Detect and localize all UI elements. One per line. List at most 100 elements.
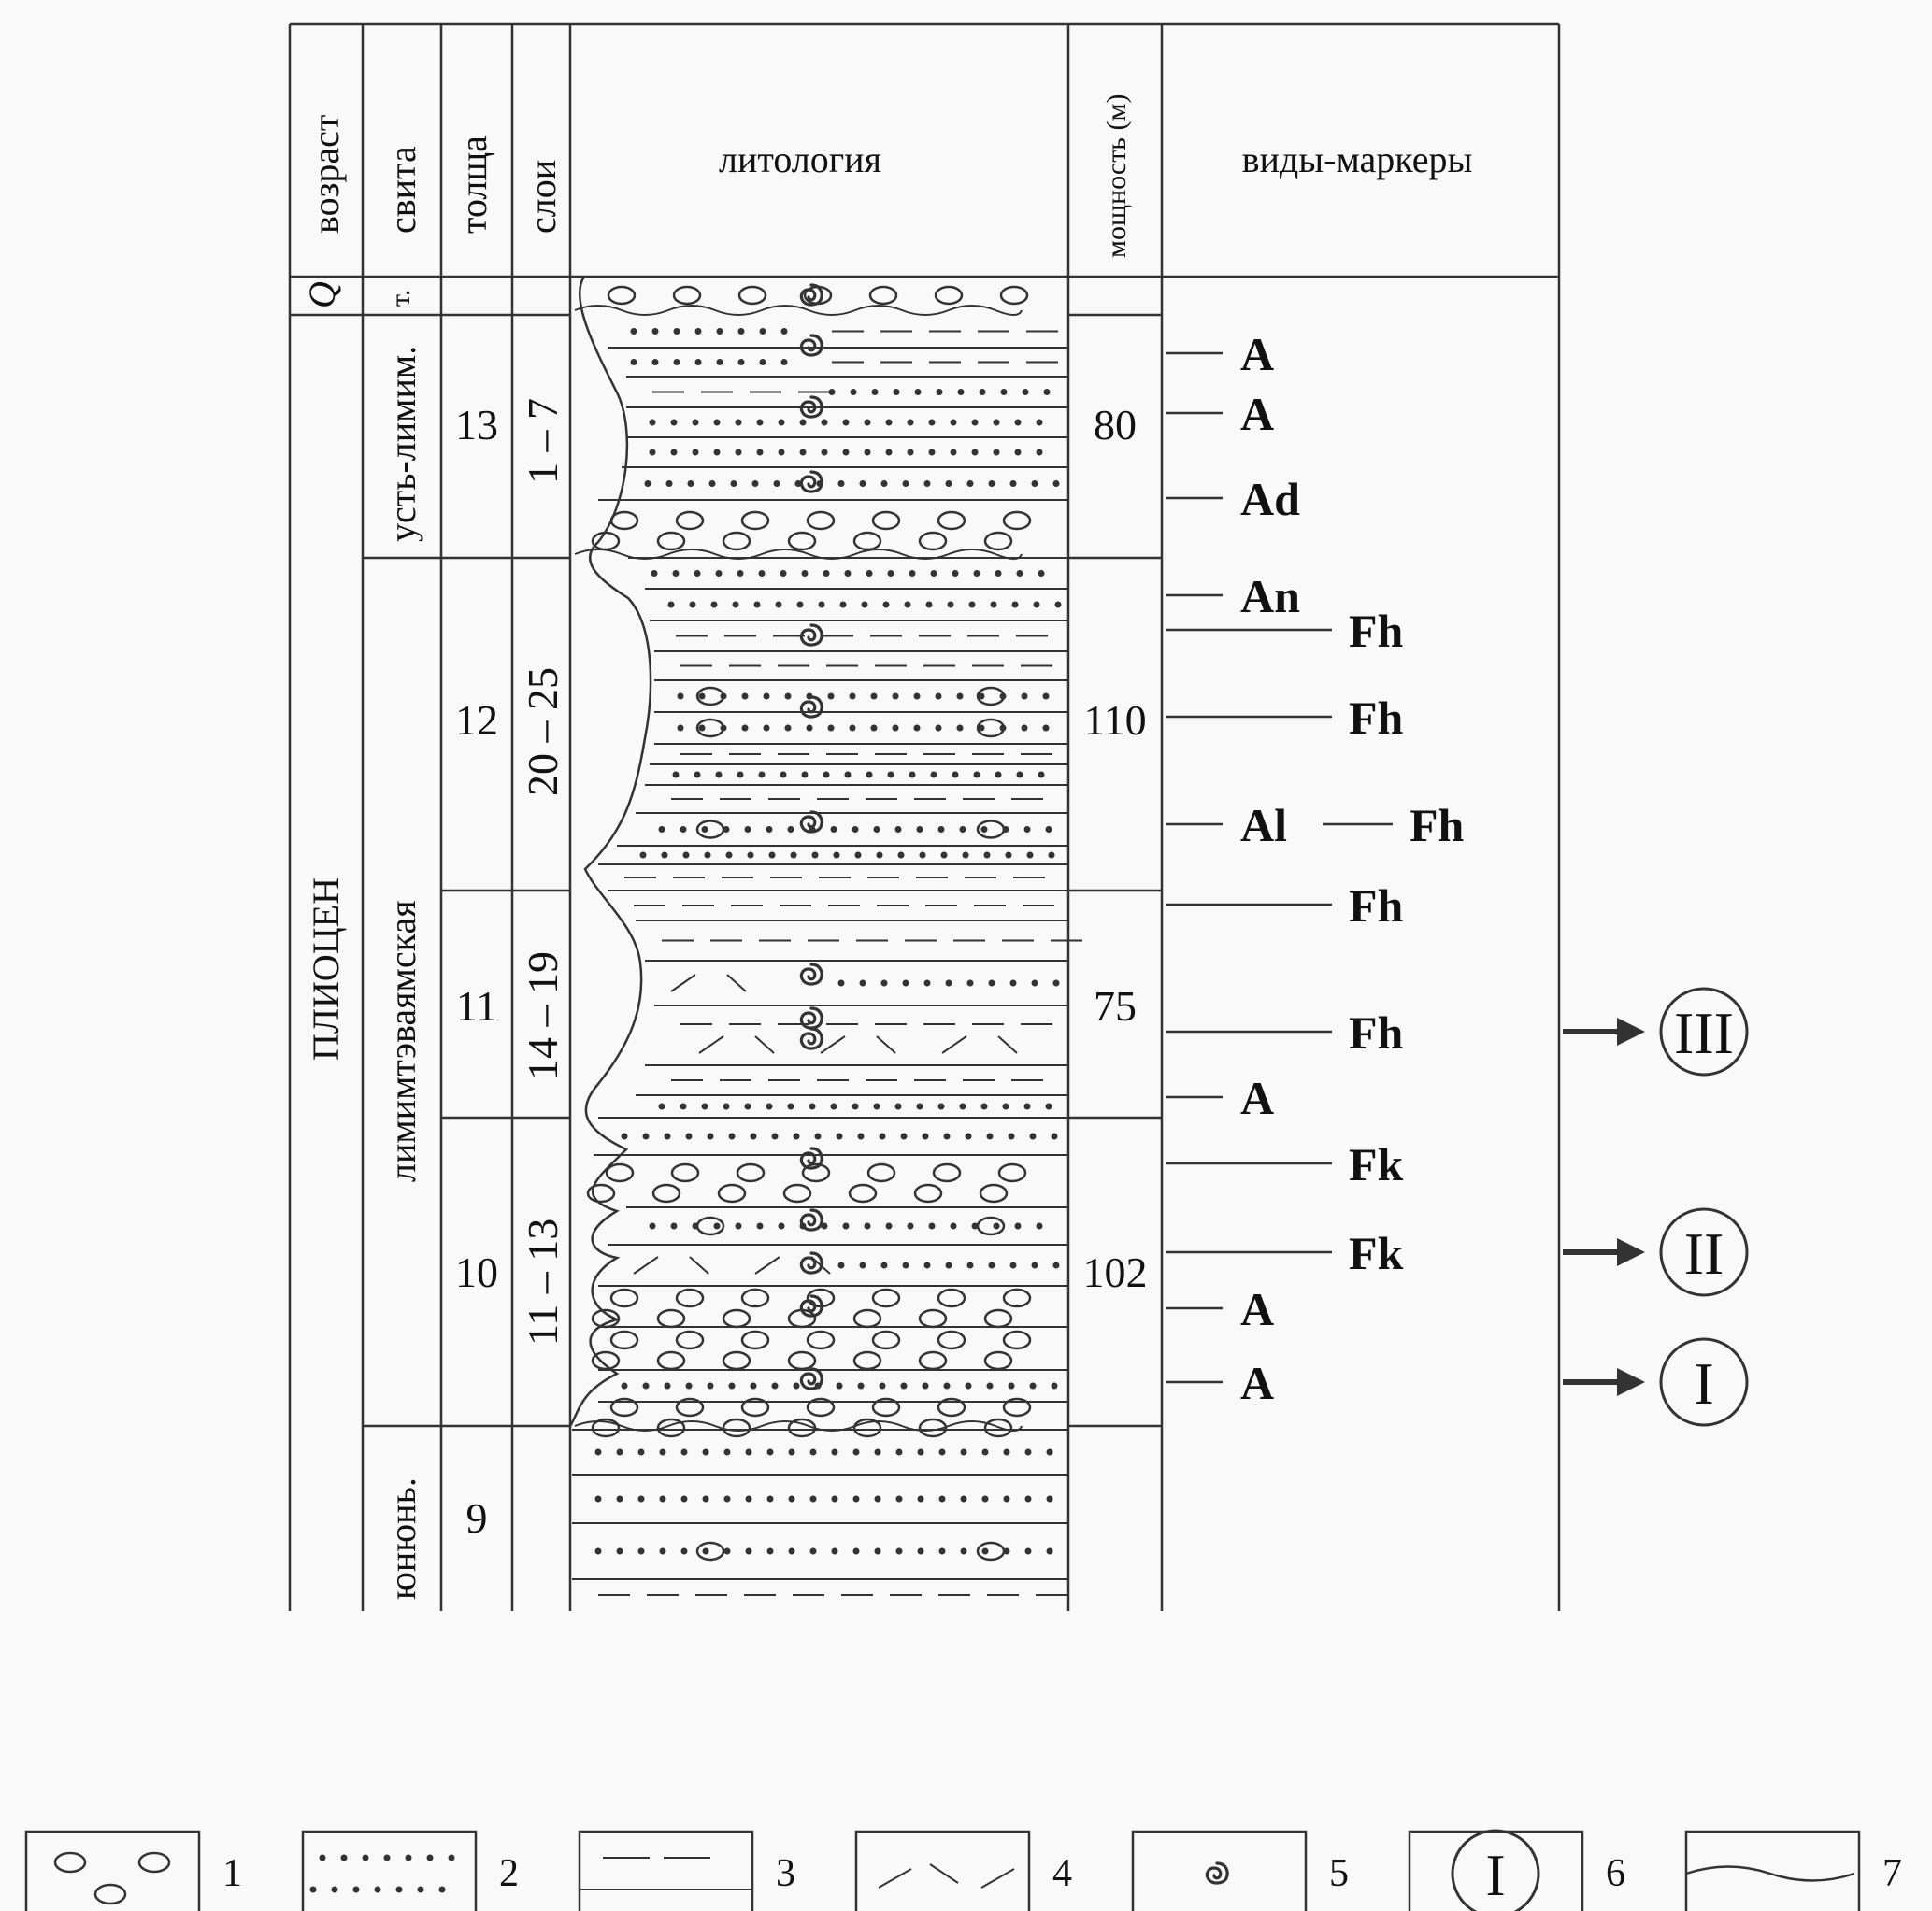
sand-dot bbox=[894, 1103, 902, 1110]
sand-dot bbox=[962, 851, 969, 859]
legend-erosion bbox=[1685, 1865, 1855, 1882]
sand-dot bbox=[874, 1495, 881, 1503]
layers-14-19: 14 – 19 bbox=[519, 951, 566, 1080]
sand-dot bbox=[1036, 419, 1043, 426]
sand-dot bbox=[895, 1547, 903, 1555]
pebble bbox=[695, 1541, 725, 1562]
sand-dot bbox=[594, 1547, 602, 1555]
pebble bbox=[1002, 1288, 1032, 1308]
pebble bbox=[675, 1330, 705, 1350]
marker-label: A bbox=[1240, 388, 1274, 440]
sand-dot bbox=[680, 1448, 688, 1456]
pebble bbox=[913, 1183, 943, 1204]
sand-dot bbox=[993, 419, 1000, 426]
sand-dot bbox=[945, 979, 952, 987]
pebble bbox=[976, 686, 1006, 706]
sand-dot bbox=[1054, 601, 1062, 608]
header-thickness: мощность (м) bbox=[1101, 94, 1132, 258]
sand-dot bbox=[1048, 851, 1055, 859]
sand-dot bbox=[928, 419, 936, 426]
sand-dot bbox=[621, 1382, 628, 1390]
sand-dot bbox=[766, 1495, 774, 1503]
sand-dot bbox=[978, 724, 985, 732]
pebble bbox=[722, 1308, 751, 1329]
pebble bbox=[675, 1397, 705, 1418]
marker-label: An bbox=[1240, 570, 1300, 622]
pebble bbox=[787, 1350, 817, 1371]
legend-dot bbox=[352, 1886, 360, 1893]
sand-dot bbox=[801, 771, 809, 778]
sand-dot bbox=[852, 826, 859, 833]
pebble bbox=[976, 820, 1006, 839]
sand-dot bbox=[680, 1547, 688, 1555]
legend-pebble bbox=[93, 1883, 127, 1905]
sand-dot bbox=[1033, 601, 1040, 608]
sand-dot bbox=[753, 601, 761, 608]
sand-dot bbox=[916, 1103, 923, 1110]
legend-box bbox=[1131, 1830, 1308, 1911]
sand-dot bbox=[957, 389, 965, 395]
sand-dot bbox=[716, 359, 723, 365]
sand-dot bbox=[658, 1103, 665, 1110]
pebble bbox=[999, 285, 1029, 306]
age-pliocene: ПЛИОЦЕН bbox=[305, 877, 347, 1061]
sand-dot bbox=[879, 1133, 886, 1140]
sand-dot bbox=[750, 1382, 757, 1390]
sand-dot bbox=[885, 419, 893, 426]
sand-dot bbox=[833, 851, 840, 859]
pebble bbox=[651, 1183, 681, 1204]
pebble bbox=[740, 1288, 770, 1308]
sand-dot bbox=[892, 692, 899, 700]
sand-dot bbox=[859, 1262, 866, 1269]
sand-dot bbox=[713, 1222, 721, 1230]
sand-dot bbox=[887, 771, 894, 778]
sand-dot bbox=[923, 480, 931, 487]
sand-dot bbox=[680, 1495, 688, 1503]
sand-dot bbox=[784, 724, 792, 732]
sand-dot bbox=[902, 979, 909, 987]
sand-dot bbox=[857, 1382, 865, 1390]
sand-dot bbox=[745, 1547, 752, 1555]
sand-dot bbox=[986, 1133, 994, 1140]
sand-dot bbox=[1038, 771, 1045, 778]
sand-dot bbox=[735, 419, 742, 426]
sand-dot bbox=[778, 1222, 785, 1230]
unit-12: 12 bbox=[455, 696, 498, 744]
legend-dot bbox=[374, 1886, 381, 1893]
sand-dot bbox=[923, 979, 931, 987]
sand-dot bbox=[649, 419, 656, 426]
level-arrowhead bbox=[1617, 1018, 1645, 1046]
sand-dot bbox=[780, 328, 788, 335]
shell-icon bbox=[799, 1367, 823, 1390]
sand-dot bbox=[913, 724, 921, 732]
sand-dot bbox=[708, 480, 716, 487]
sand-dot bbox=[978, 692, 985, 700]
pebble bbox=[787, 1418, 817, 1438]
sand-dot bbox=[673, 359, 680, 365]
sand-dot bbox=[1029, 1382, 1037, 1390]
sand-dot bbox=[823, 771, 830, 778]
sand-dot bbox=[698, 724, 706, 732]
sand-dot bbox=[1005, 851, 1012, 859]
legend-dot bbox=[448, 1854, 455, 1861]
sand-dot bbox=[952, 771, 959, 778]
sand-dot bbox=[1036, 449, 1043, 456]
sand-dot bbox=[844, 570, 852, 577]
pebble bbox=[722, 1418, 751, 1438]
sand-dot bbox=[917, 1547, 924, 1555]
pebble bbox=[979, 1183, 1009, 1204]
sand-dot bbox=[935, 724, 942, 732]
sand-dot bbox=[965, 1133, 972, 1140]
legend-dot bbox=[438, 1886, 446, 1893]
suite-t: т. bbox=[385, 290, 416, 307]
legend-dot bbox=[319, 1854, 326, 1861]
sand-dot bbox=[670, 1222, 678, 1230]
sand-dot bbox=[916, 826, 923, 833]
sand-dot bbox=[1052, 1262, 1060, 1269]
sand-dot bbox=[959, 826, 966, 833]
pebble bbox=[918, 1308, 948, 1329]
pebble bbox=[997, 1162, 1027, 1183]
sand-dot bbox=[702, 1547, 709, 1555]
sand-dot bbox=[744, 826, 751, 833]
